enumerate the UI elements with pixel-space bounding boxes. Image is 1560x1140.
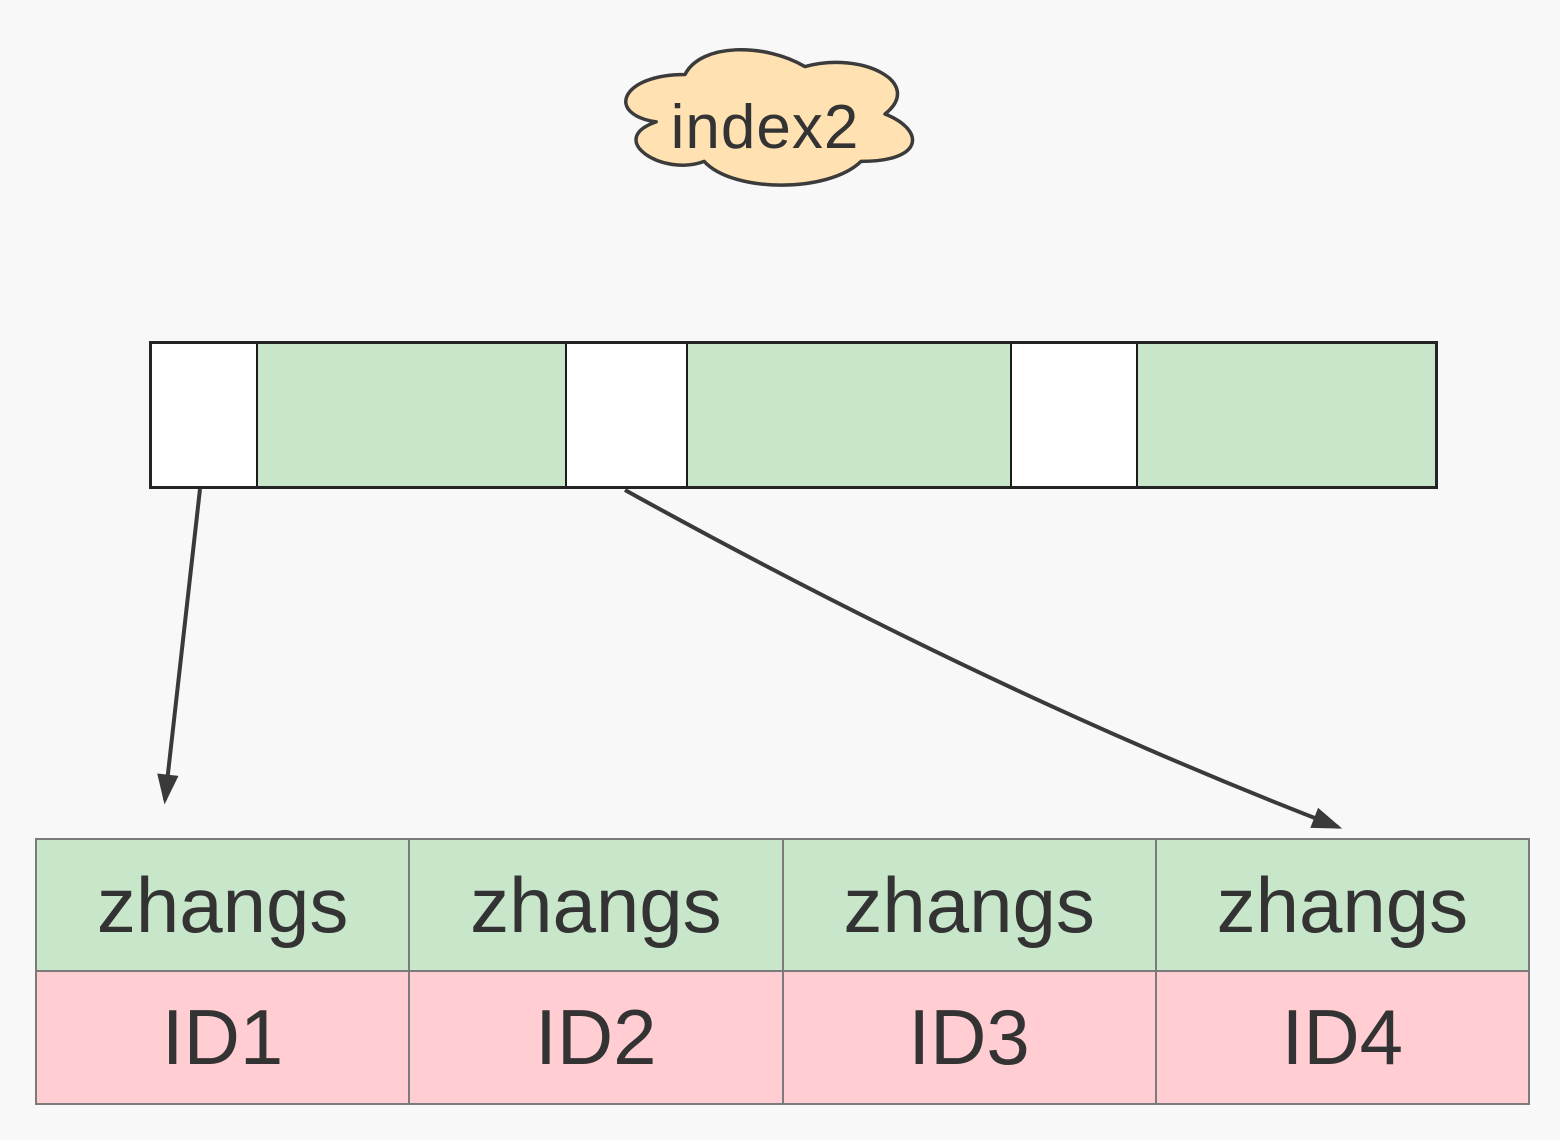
name-cell: zhangs bbox=[408, 838, 784, 972]
arrow-to-left-record bbox=[157, 488, 202, 805]
id-cell: ID2 bbox=[408, 970, 784, 1105]
name-cell: zhangs bbox=[1154, 838, 1531, 972]
record-table: zhangs zhangs zhangs zhangs ID1 ID2 ID3 … bbox=[34, 838, 1531, 1105]
bar-slot-filled bbox=[258, 344, 567, 486]
name-cell: zhangs bbox=[34, 838, 411, 972]
bar-slot-empty bbox=[1012, 344, 1138, 486]
name-row: zhangs zhangs zhangs zhangs bbox=[34, 838, 1531, 972]
bar-slot-empty bbox=[152, 344, 258, 486]
index-bar bbox=[149, 341, 1438, 489]
id-row: ID1 ID2 ID3 ID4 bbox=[34, 970, 1531, 1105]
id-cell: ID1 bbox=[34, 970, 411, 1105]
arrow-to-right-record bbox=[624, 488, 1343, 829]
bar-slot-filled bbox=[688, 344, 1012, 486]
id-cell: ID4 bbox=[1154, 970, 1531, 1105]
id-cell: ID3 bbox=[781, 970, 1157, 1105]
cloud-label: index2 bbox=[670, 92, 860, 162]
bar-slot-filled bbox=[1138, 344, 1435, 486]
bar-slot-empty bbox=[567, 344, 688, 486]
name-cell: zhangs bbox=[781, 838, 1157, 972]
